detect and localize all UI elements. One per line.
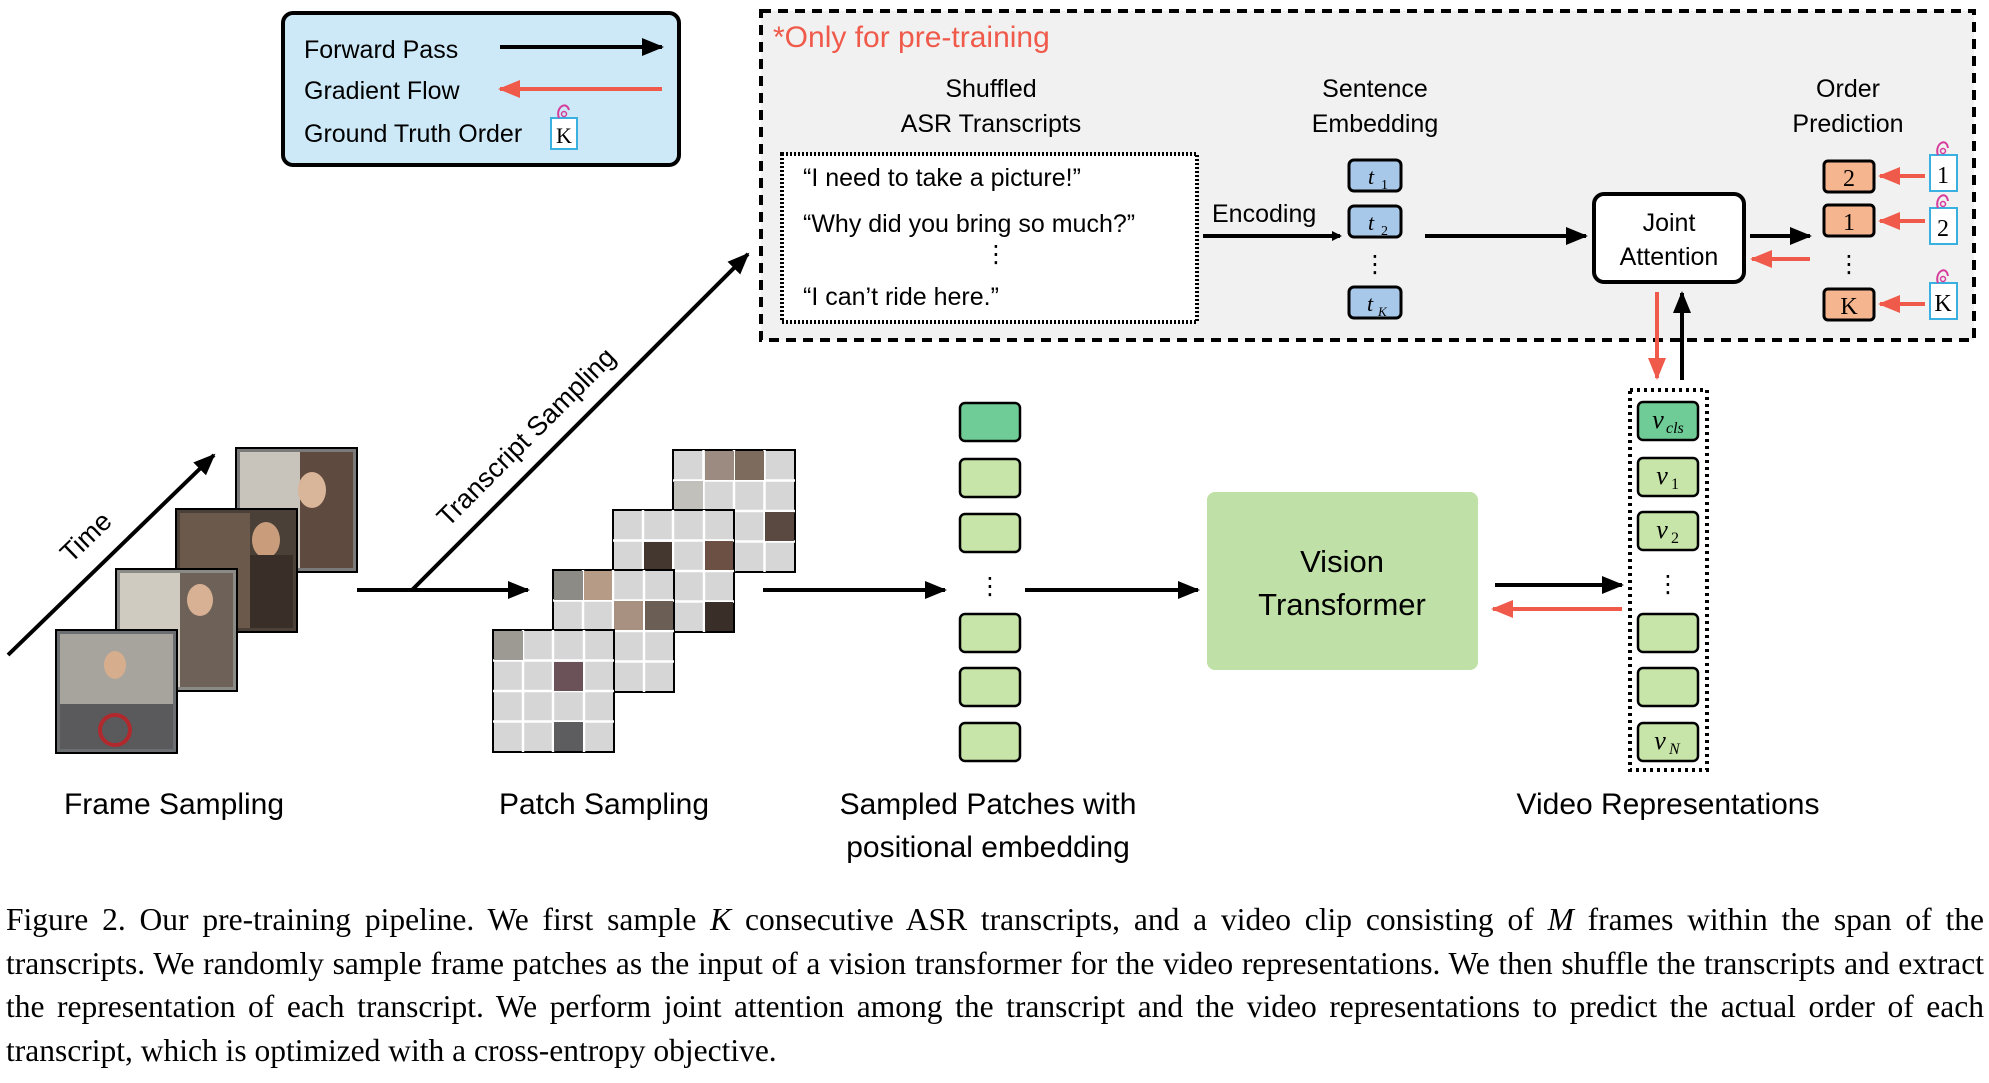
svg-text:t: t [1367, 291, 1374, 316]
sampled-patches-label-2: positional embedding [846, 831, 1130, 864]
svg-text:K: K [1377, 304, 1388, 319]
patch-token [958, 612, 1022, 654]
patch-frame-1 [492, 629, 615, 753]
embedding-t2: t 2 [1347, 204, 1403, 239]
sampled-patches-label-1: Sampled Patches with [840, 788, 1137, 821]
patch-token [958, 512, 1022, 554]
svg-text:Vision: Vision [1300, 544, 1384, 579]
patch-sampling-label: Patch Sampling [499, 788, 709, 821]
transcript-1: “I need to take a picture!” [803, 164, 1081, 192]
svg-text:1: 1 [1671, 476, 1679, 493]
svg-text:1: 1 [1843, 210, 1855, 236]
patch-stack [492, 449, 796, 753]
patch-token [958, 666, 1022, 708]
transcript-2: “Why did you bring so much?” [803, 210, 1135, 238]
sentence-label-1: Sentence [1322, 75, 1428, 103]
svg-text:K: K [1840, 294, 1858, 320]
order-label-2: Prediction [1792, 110, 1903, 138]
svg-text:Transformer: Transformer [1258, 587, 1426, 622]
gt-tag-2-icon: 2 [1929, 194, 1958, 245]
transcript-3: “I can’t ride here.” [803, 283, 999, 311]
rep-token [1636, 666, 1700, 708]
legend-forward-pass-label: Forward Pass [304, 36, 458, 64]
order-label-1: Order [1816, 75, 1880, 103]
pretraining-box: *Only for pre-training Shuffled ASR Tran… [759, 9, 1976, 342]
transcript-sampling-arrow [410, 252, 750, 592]
prediction-K: K [1822, 287, 1876, 322]
rep-v-cls: v cls [1636, 400, 1700, 442]
sentence-label-2: Embedding [1312, 110, 1438, 138]
time-arrow [6, 453, 216, 657]
video-representations-column: v cls v 1 v 2 ⋮ v N [1628, 388, 1709, 772]
sampled-patches-column: ⋮ [958, 401, 1022, 763]
figure-caption: Figure 2. Our pre-training pipeline. We … [6, 898, 1984, 1072]
svg-text:v: v [1654, 726, 1666, 755]
vision-transformer-box: Vision Transformer [1207, 492, 1478, 670]
shuffled-label-1: Shuffled [945, 75, 1036, 103]
gt-tag-K-icon: K [1929, 269, 1958, 320]
caption-var-m: M [1547, 902, 1574, 937]
joint-attention-box: Joint Attention [1592, 192, 1746, 284]
legend-box: Forward Pass Gradient Flow Ground Truth … [281, 11, 681, 167]
pretraining-title: *Only for pre-training [773, 21, 1050, 54]
svg-text:Joint: Joint [1643, 209, 1696, 237]
svg-text:cls: cls [1666, 420, 1684, 437]
embedding-tK: t K [1347, 285, 1403, 320]
embedding-t1: t 1 [1347, 158, 1403, 193]
frame-stack [55, 447, 358, 754]
caption-var-k: K [710, 902, 732, 937]
rep-v1: v 1 [1636, 456, 1700, 498]
legend-tag-icon: K [550, 104, 578, 150]
caption-part-3: frames within the span of the transcript… [6, 902, 1984, 1068]
rep-token [1636, 612, 1700, 654]
caption-part-1: Figure 2. Our pre-training pipeline. We … [6, 902, 711, 937]
svg-text:1: 1 [1937, 163, 1949, 189]
embedding-vdots: ⋮ [1363, 251, 1387, 278]
svg-text:v: v [1656, 461, 1668, 490]
prediction-2: 1 [1822, 203, 1876, 238]
svg-text:t: t [1368, 164, 1375, 189]
frame-sampling-label: Frame Sampling [64, 788, 284, 821]
patch-token [958, 721, 1022, 763]
svg-text:2: 2 [1381, 224, 1388, 239]
rep-v2: v 2 [1636, 510, 1700, 552]
svg-text:1: 1 [1381, 178, 1388, 193]
svg-text:v: v [1652, 405, 1664, 434]
transcript-sampling-label: Transcript Sampling [431, 342, 621, 532]
reps-vdots: ⋮ [1656, 571, 1680, 598]
frame-1-image [55, 629, 178, 754]
shuffled-label-2: ASR Transcripts [901, 110, 1082, 138]
legend-gradient-flow-label: Gradient Flow [304, 77, 461, 105]
svg-text:v: v [1656, 515, 1668, 544]
svg-text:2: 2 [1671, 530, 1679, 547]
prediction-1: 2 [1822, 159, 1876, 194]
svg-text:N: N [1668, 741, 1681, 758]
svg-text:2: 2 [1843, 166, 1855, 192]
patches-vdots: ⋮ [978, 573, 1002, 600]
transcripts-box [780, 152, 1199, 324]
encoding-label: Encoding [1212, 200, 1316, 228]
patch-token [958, 457, 1022, 499]
pipeline-figure: Forward Pass Gradient Flow Ground Truth … [6, 9, 1976, 864]
prediction-vdots: ⋮ [1837, 251, 1861, 278]
svg-text:K: K [1934, 291, 1952, 317]
video-representations-label: Video Representations [1517, 788, 1820, 821]
caption-part-2: consecutive ASR transcripts, and a video… [731, 902, 1548, 937]
svg-text:t: t [1368, 210, 1375, 235]
legend-ground-truth-label: Ground Truth Order [304, 120, 522, 148]
svg-text:Attention: Attention [1620, 243, 1719, 271]
gt-tag-1-icon: 1 [1929, 141, 1958, 192]
transcript-vdots: ⋮ [984, 241, 1008, 268]
rep-vN: v N [1636, 721, 1700, 763]
svg-text:K: K [556, 123, 572, 148]
svg-text:2: 2 [1937, 216, 1949, 242]
cls-token [958, 401, 1022, 443]
